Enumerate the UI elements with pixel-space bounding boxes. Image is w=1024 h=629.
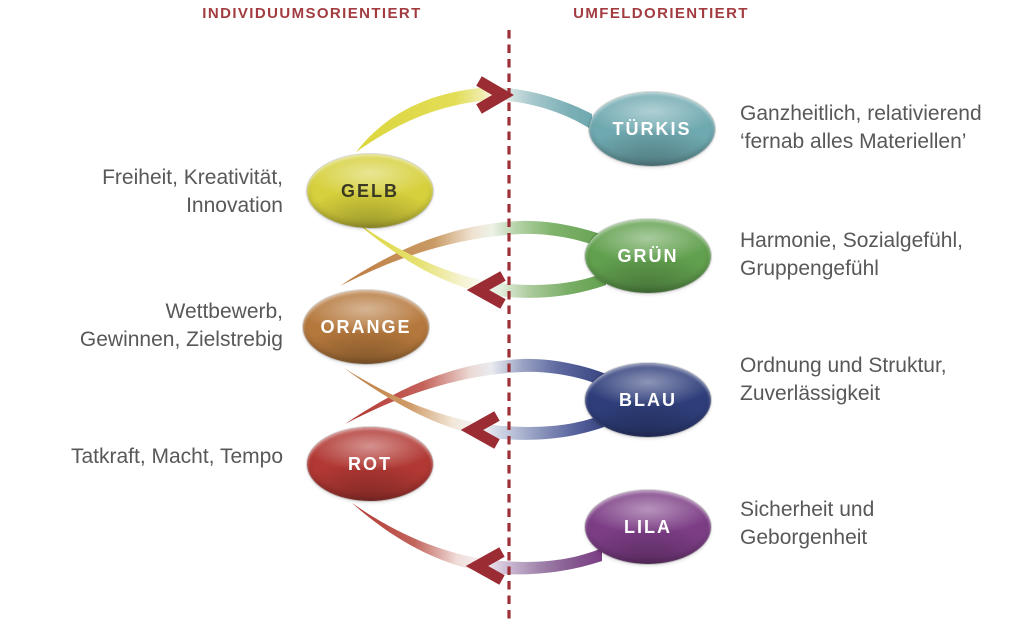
node-gelb-label: GELB [340, 180, 399, 201]
desc-orange: Wettbewerb, Gewinnen, Zielstrebig [80, 298, 283, 354]
desc-tuerkis-line2: ‘fernab alles Materiellen’ [740, 130, 967, 153]
desc-blau-line1: Ordnung und Struktur, [740, 354, 947, 377]
swoosh-orange-gruen [340, 220, 606, 286]
desc-tuerkis-line1: Ganzheitlich, relativierend [740, 102, 982, 125]
header-individuumsorientiert: INDIVIDUUMSORIENTIERT [202, 5, 422, 22]
node-lila: LILA [585, 490, 711, 564]
desc-gruen: Harmonie, Sozialgefühl, Gruppengefühl [740, 227, 963, 283]
node-orange-label: ORANGE [320, 316, 412, 337]
node-tuerkis-label: TÜRKIS [612, 118, 692, 139]
swoosh-rot-blau [345, 358, 606, 424]
desc-tuerkis: Ganzheitlich, relativierend ‘fernab alle… [740, 100, 982, 156]
node-rot: ROT [307, 427, 433, 501]
node-blau-label: BLAU [619, 389, 677, 410]
desc-gelb-line1: Freiheit, Kreativität, [102, 166, 283, 189]
header-umfeldorientiert: UMFELDORIENTIERT [573, 5, 749, 22]
desc-gelb: Freiheit, Kreativität, Innovation [102, 164, 283, 220]
swoosh-gelb-tuerkis [356, 87, 592, 152]
arrow-right-icon [476, 76, 514, 114]
desc-gelb-line2: Innovation [186, 194, 283, 217]
desc-rot-line1: Tatkraft, Macht, Tempo [70, 445, 283, 468]
desc-rot: Tatkraft, Macht, Tempo [71, 443, 283, 471]
desc-lila-line2: Geborgenheit [740, 526, 868, 549]
node-lila-label: LILA [624, 516, 672, 537]
node-gruen-label: GRÜN [617, 245, 679, 266]
node-gruen: GRÜN [585, 219, 711, 293]
desc-gruen-line2: Gruppengefühl [740, 257, 879, 280]
node-tuerkis: TÜRKIS [589, 92, 715, 166]
node-rot-label: ROT [348, 453, 392, 474]
desc-lila-line1: Sicherheit und [740, 498, 875, 521]
node-gelb: GELB [307, 154, 433, 228]
arrow-left-icon [466, 271, 506, 309]
desc-blau: Ordnung und Struktur, Zuverlässigkeit [740, 352, 947, 408]
desc-gruen-line1: Harmonie, Sozialgefühl, [740, 229, 963, 252]
arrow-left-icon [460, 411, 500, 449]
desc-orange-line1: Wettbewerb, [165, 300, 284, 323]
node-blau: BLAU [585, 363, 711, 437]
desc-lila: Sicherheit und Geborgenheit [740, 496, 874, 552]
arrow-left-icon [465, 547, 505, 585]
desc-orange-line2: Gewinnen, Zielstrebig [79, 328, 283, 351]
node-orange: ORANGE [303, 290, 429, 364]
desc-blau-line2: Zuverlässigkeit [740, 382, 881, 405]
